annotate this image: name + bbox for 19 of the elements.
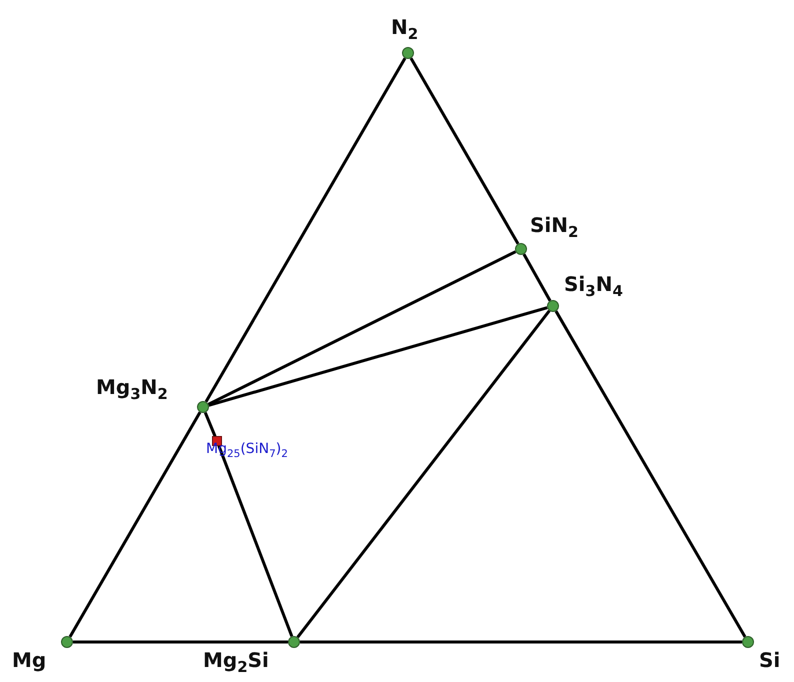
tie-line (73, 640, 288, 644)
tie-line (204, 412, 216, 437)
phase-label: Si (759, 649, 780, 671)
tie-line (554, 310, 746, 638)
tie-line (204, 57, 406, 403)
phase-label: SiN$_{2}$ (530, 214, 578, 240)
tie-line (296, 310, 551, 638)
phase-label: Si$_{3}$N$_{4}$ (564, 273, 623, 300)
tie-line (410, 57, 520, 245)
tie-line (522, 254, 552, 302)
tie-line (217, 445, 294, 637)
phase-label: Mg (12, 649, 46, 671)
phase-label: Mg$_{3}$N$_{2}$ (96, 376, 168, 402)
tie-line (208, 306, 548, 407)
tie-line (208, 250, 516, 406)
tie-line (68, 411, 202, 638)
tie-line (300, 640, 742, 644)
phase-label: N$_{2}$ (391, 16, 418, 42)
phase-label: Mg$_{2}$Si (203, 649, 269, 676)
